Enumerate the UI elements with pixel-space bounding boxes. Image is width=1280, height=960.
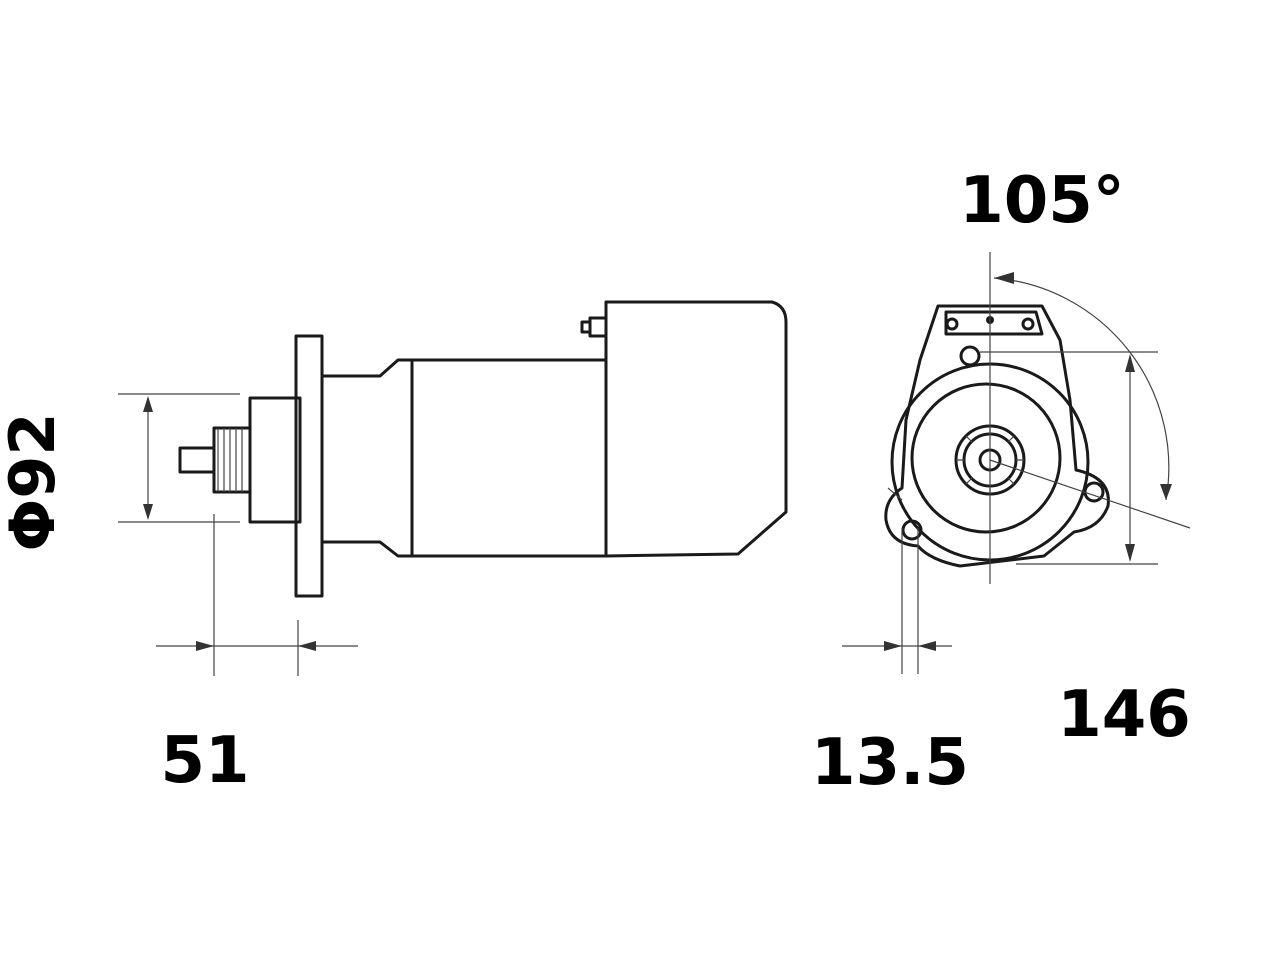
- side-view: [118, 300, 788, 676]
- bolt-distance-label: 146: [1057, 678, 1191, 752]
- angle-label: 105°: [959, 164, 1125, 238]
- end-view: [842, 252, 1191, 674]
- diameter-label: Φ92: [0, 413, 69, 552]
- offset-label: 51: [160, 724, 249, 798]
- mount-hole-label: 13.5: [811, 726, 969, 800]
